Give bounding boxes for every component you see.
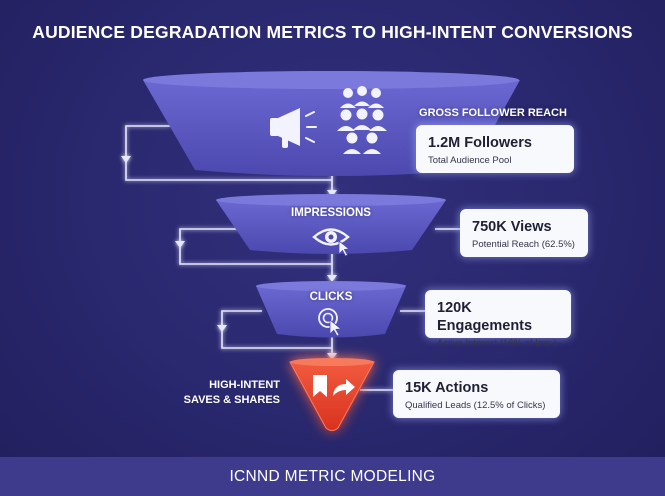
card-value: 1.2M Followers [428, 135, 532, 151]
footer-bar: ICNND METRIC MODELING [0, 457, 665, 496]
card-subtitle: Potential Reach (62.5%) [472, 239, 575, 250]
card-subtitle: Qualified Leads (12.5% of Clicks) [405, 400, 546, 411]
high-intent-line2: SAVES & SHARES [183, 394, 280, 406]
card-subtitle: Active Interest (16% of Imp.) [437, 338, 557, 349]
funnel-stage-2 [216, 194, 446, 254]
stage-label-clicks: CLICKS [309, 291, 353, 303]
funnel-stage-3 [256, 281, 406, 338]
metric-card-followers: 1.2M Followers Total Audience Pool [416, 125, 574, 173]
bookmark-share-icon [313, 375, 355, 397]
stage-label-high-intent: HIGH-INTENT SAVES & SHARES [150, 378, 280, 408]
megaphone-audience-icon [270, 86, 387, 154]
stage-label-reach: GROSS FOLLOWER REACH [419, 107, 567, 119]
page-title: AUDIENCE DEGRADATION METRICS TO HIGH-INT… [32, 22, 633, 42]
high-intent-line1: HIGH-INTENT [209, 379, 280, 391]
card-subtitle: Total Audience Pool [428, 155, 512, 166]
footer-brand: ICNND [229, 467, 281, 485]
funnel-stage-4 [289, 358, 375, 431]
loop-arrow-1 [125, 125, 332, 181]
card-value: 120K Engagements [437, 300, 533, 334]
metric-card-actions: 15K Actions Qualified Leads (12.5% of Cl… [393, 370, 560, 418]
metric-card-engagements: 120K Engagements Active Interest (16% of… [425, 290, 571, 349]
eye-cursor-icon [312, 228, 351, 257]
metric-card-views: 750K Views Potential Reach (62.5%) [460, 209, 588, 257]
click-cursor-icon [318, 308, 343, 337]
stage-label-impressions: IMPRESSIONS [291, 207, 371, 219]
footer-text: METRIC MODELING [280, 467, 436, 485]
card-value: 750K Views [472, 219, 552, 235]
arrowheads [121, 156, 337, 360]
card-value: 15K Actions [405, 380, 489, 396]
